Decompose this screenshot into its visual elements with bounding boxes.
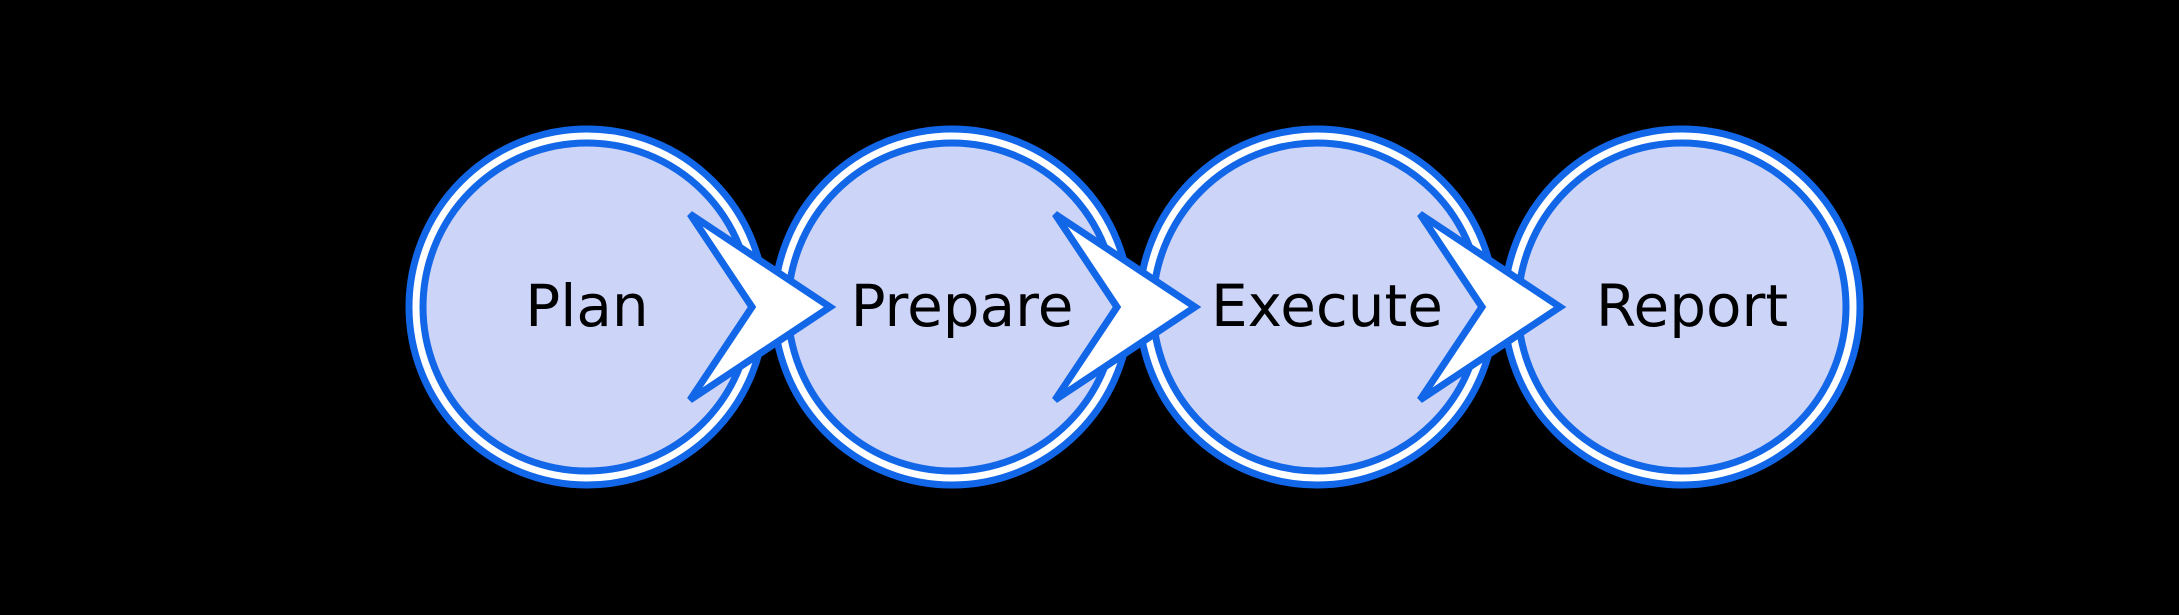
arrow-execute-to-report <box>1417 211 1567 403</box>
node-label-report: Report <box>1596 272 1788 340</box>
node-label-prepare: Prepare <box>851 272 1074 340</box>
arrow-right-icon <box>1417 211 1567 403</box>
arrow-prepare-to-execute <box>1052 211 1202 403</box>
node-label-execute: Execute <box>1211 272 1443 340</box>
arrow-right-icon <box>687 211 837 403</box>
arrow-right-icon <box>1052 211 1202 403</box>
arrow-plan-to-prepare <box>687 211 837 403</box>
node-label-plan: Plan <box>525 272 648 340</box>
